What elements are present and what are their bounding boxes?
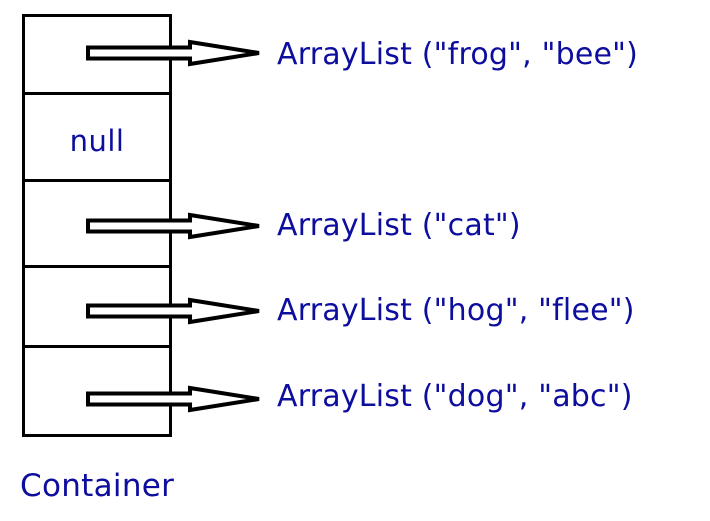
reference-label-3: ArrayList ("dog", "abc") xyxy=(277,379,633,414)
container-cell-1[interactable] xyxy=(25,95,169,182)
container-cell-0[interactable] xyxy=(25,17,169,95)
pointer-arrow-2[interactable] xyxy=(86,296,262,326)
cell-value-null: null xyxy=(69,124,125,158)
pointer-arrow-0[interactable] xyxy=(86,38,262,68)
pointer-arrow-1[interactable] xyxy=(86,211,262,241)
pointer-arrow-3[interactable] xyxy=(86,384,262,414)
reference-label-2: ArrayList ("hog", "flee") xyxy=(277,293,635,328)
reference-label-0: ArrayList ("frog", "bee") xyxy=(277,37,639,72)
reference-label-1: ArrayList ("cat") xyxy=(277,208,521,243)
container-cell-3[interactable] xyxy=(25,268,169,348)
container-cell-2[interactable] xyxy=(25,182,169,268)
container-caption: Container xyxy=(20,468,175,504)
